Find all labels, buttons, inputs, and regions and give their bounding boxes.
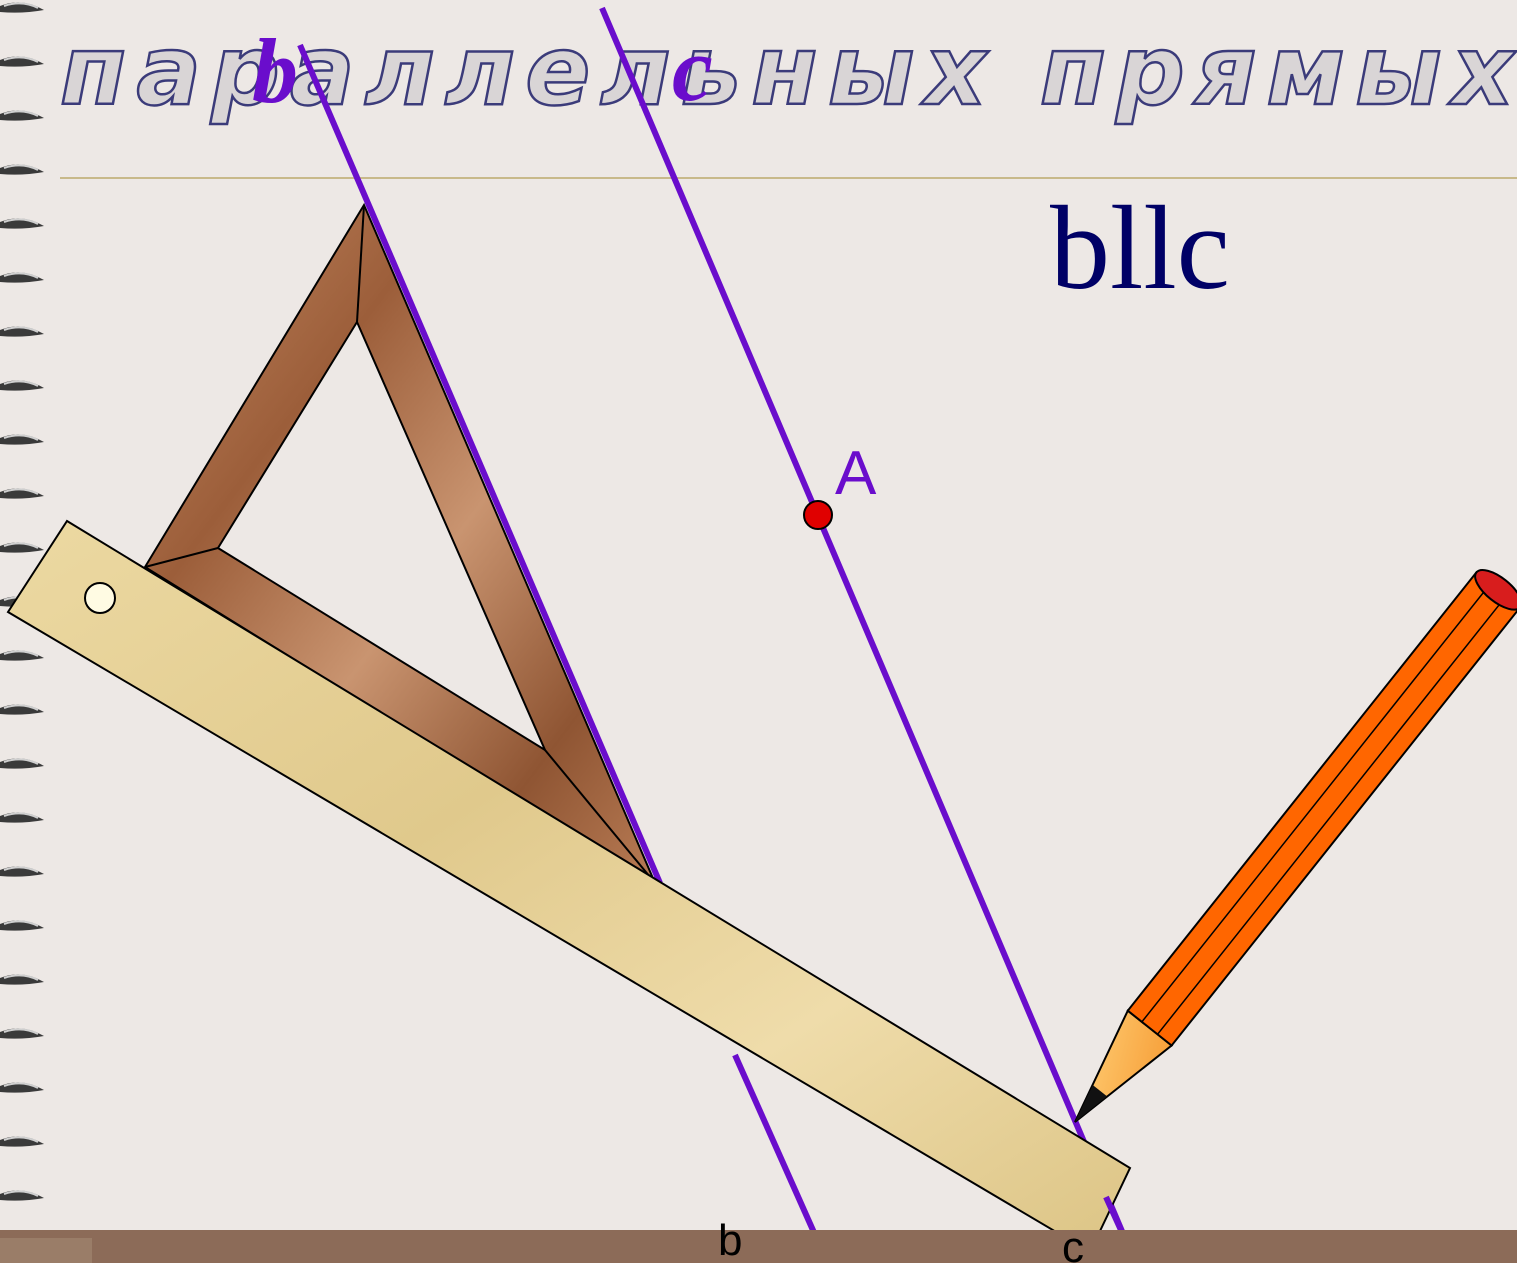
label-line-c-top: c bbox=[672, 18, 713, 120]
spiral-ring-highlight bbox=[3, 110, 39, 117]
pencil-icon bbox=[1074, 569, 1517, 1123]
spiral-ring-highlight bbox=[3, 380, 39, 387]
footer-bar bbox=[0, 1230, 1517, 1263]
spiral-ring-highlight bbox=[3, 866, 39, 873]
ruler-icon bbox=[6, 519, 1132, 1254]
spiral-ring-highlight bbox=[3, 812, 39, 819]
slide-title: параллельных прямых bbox=[60, 15, 1517, 127]
spiral-ring-highlight bbox=[3, 434, 39, 441]
spiral-ring-highlight bbox=[3, 164, 39, 171]
ruler-hole bbox=[84, 582, 116, 614]
spiral-ring-highlight bbox=[3, 1082, 39, 1089]
parallel-notation: bllc bbox=[1050, 181, 1230, 314]
line-b bbox=[297, 43, 663, 885]
spiral-ring-highlight bbox=[3, 1190, 39, 1197]
spiral-ring-highlight bbox=[3, 1028, 39, 1035]
spiral-ring-highlight bbox=[3, 974, 39, 981]
spiral-ring-highlight bbox=[3, 218, 39, 225]
spiral-ring-highlight bbox=[3, 56, 39, 63]
spiral-ring-highlight bbox=[3, 1136, 39, 1143]
spiral-ring-highlight bbox=[3, 2, 39, 9]
footer-tab bbox=[0, 1238, 92, 1263]
spiral-binding-icon bbox=[0, 2, 44, 1201]
spiral-ring-highlight bbox=[3, 542, 39, 549]
point-a bbox=[803, 500, 833, 530]
spiral-ring-highlight bbox=[3, 326, 39, 333]
spiral-ring-highlight bbox=[3, 488, 39, 495]
spiral-ring-highlight bbox=[3, 704, 39, 711]
line-c bbox=[599, 6, 1133, 1252]
label-point-a: A bbox=[835, 439, 877, 508]
label-line-b-top: b bbox=[252, 20, 298, 122]
spiral-ring-highlight bbox=[3, 758, 39, 765]
spiral-ring-highlight bbox=[3, 920, 39, 927]
spiral-ring-highlight bbox=[3, 650, 39, 657]
line-b-lower bbox=[732, 1053, 823, 1248]
spiral-ring-highlight bbox=[3, 272, 39, 279]
